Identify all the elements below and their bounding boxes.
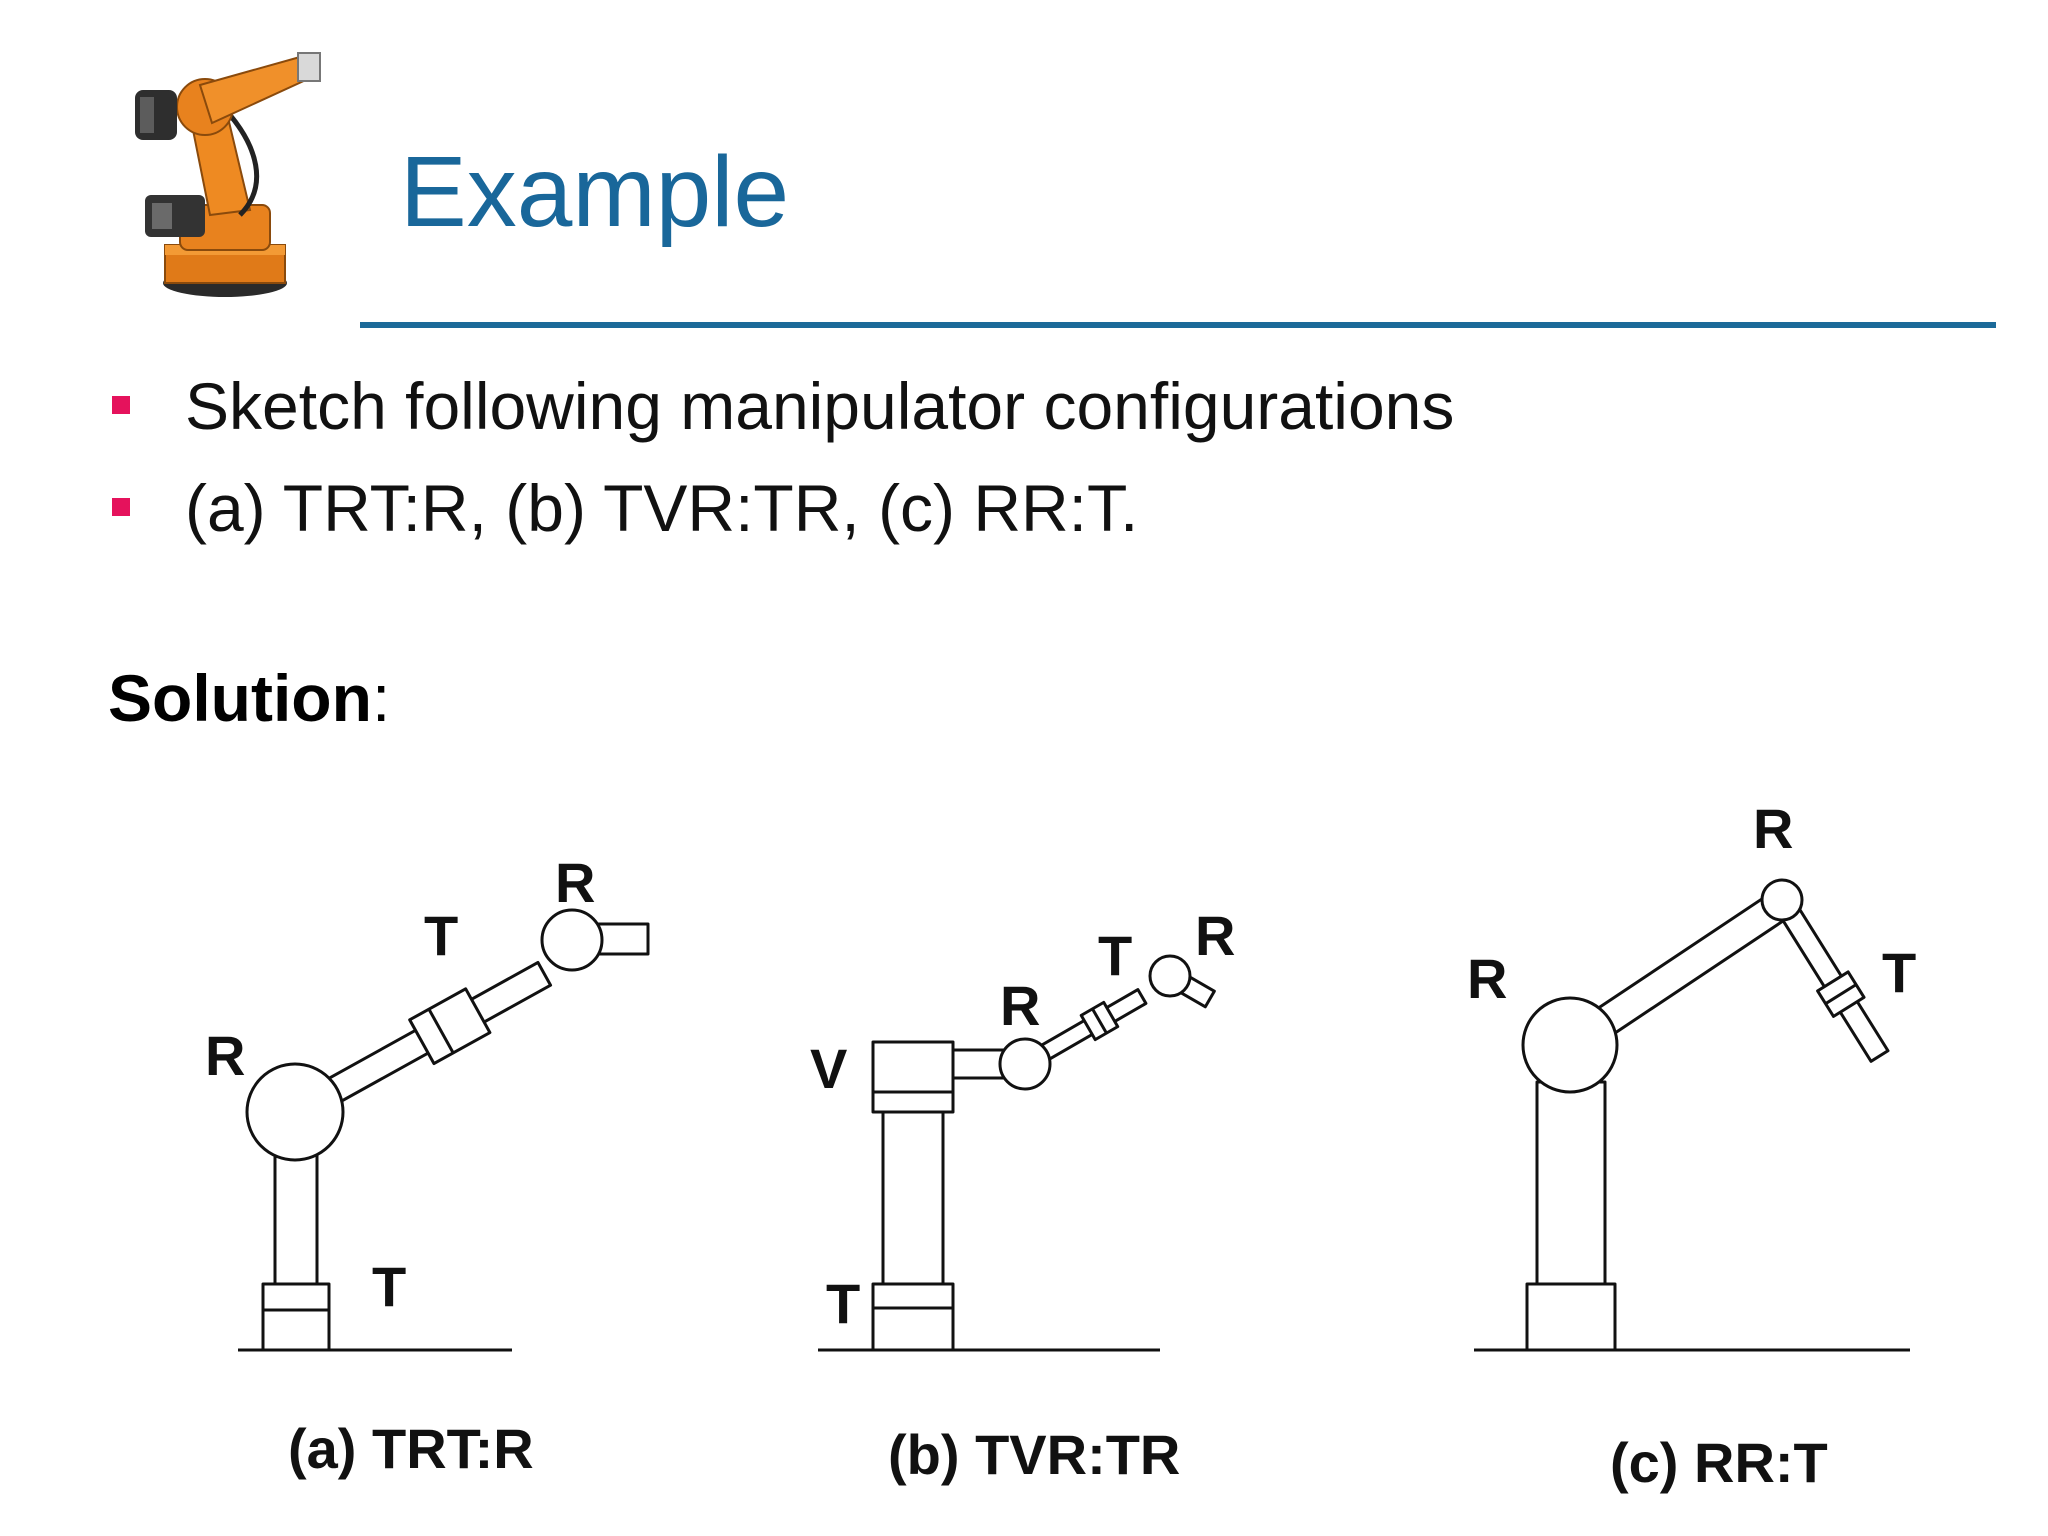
column-a bbox=[273, 1148, 319, 1286]
upper-arm-link-c bbox=[1585, 888, 1793, 1043]
bullet-item: (a) TRT:R, (b) TVR:TR, (c) RR:T. bbox=[112, 472, 1812, 552]
joint-label: T bbox=[372, 1255, 406, 1318]
title-divider bbox=[360, 322, 1996, 328]
joint-label: R bbox=[1000, 974, 1040, 1037]
base-prismatic-b bbox=[871, 1282, 955, 1352]
solution-colon: : bbox=[371, 661, 391, 735]
diagram-caption: (c) RR:T bbox=[1610, 1431, 1828, 1494]
column-c bbox=[1535, 1080, 1607, 1286]
joint-label: T bbox=[424, 904, 458, 967]
bullet-text: (a) TRT:R, (b) TVR:TR, (c) RR:T. bbox=[185, 471, 1139, 545]
joint-label: T bbox=[1882, 941, 1916, 1004]
column-b bbox=[881, 1110, 945, 1286]
joint-label: T bbox=[1098, 924, 1132, 987]
joint-label: R bbox=[1195, 904, 1235, 967]
solution-heading: Solution: bbox=[108, 662, 390, 735]
diagram-a bbox=[238, 908, 650, 1352]
joint-label: R bbox=[1467, 947, 1507, 1010]
base-c bbox=[1525, 1282, 1617, 1352]
industrial-robot-arm-photo bbox=[135, 52, 321, 297]
joint-label: T bbox=[826, 1272, 860, 1335]
solution-label: Solution bbox=[108, 661, 372, 735]
joint-label: R bbox=[205, 1024, 245, 1087]
end-effector-a bbox=[594, 922, 650, 956]
joint-label: V bbox=[810, 1037, 847, 1100]
square-bullet-icon bbox=[112, 498, 130, 516]
joint-label: R bbox=[555, 851, 595, 914]
wrist-revolute-a bbox=[540, 908, 604, 972]
horizontal-link-b bbox=[951, 1048, 1007, 1080]
base-prismatic-a bbox=[261, 1282, 331, 1352]
vertical-prismatic-b bbox=[871, 1040, 955, 1114]
joint-label: R bbox=[1753, 797, 1793, 860]
square-bullet-icon bbox=[112, 396, 130, 414]
diagram-b bbox=[818, 954, 1216, 1352]
elbow-revolute-c bbox=[1760, 878, 1804, 922]
diagram-caption: (b) TVR:TR bbox=[888, 1423, 1180, 1486]
diagram-c bbox=[1474, 878, 1910, 1352]
bullet-text: Sketch following manipulator configurati… bbox=[185, 369, 1455, 443]
arm-prismatic-a bbox=[408, 987, 492, 1066]
shoulder-revolute-c bbox=[1521, 996, 1619, 1094]
slide-title: Example bbox=[400, 136, 790, 248]
wrist-revolute-b bbox=[1148, 954, 1192, 998]
shoulder-revolute-a bbox=[245, 1062, 345, 1162]
bullet-item: Sketch following manipulator configurati… bbox=[112, 370, 1812, 450]
elbow-revolute-b bbox=[998, 1037, 1052, 1091]
diagram-caption: (a) TRT:R bbox=[288, 1417, 534, 1480]
